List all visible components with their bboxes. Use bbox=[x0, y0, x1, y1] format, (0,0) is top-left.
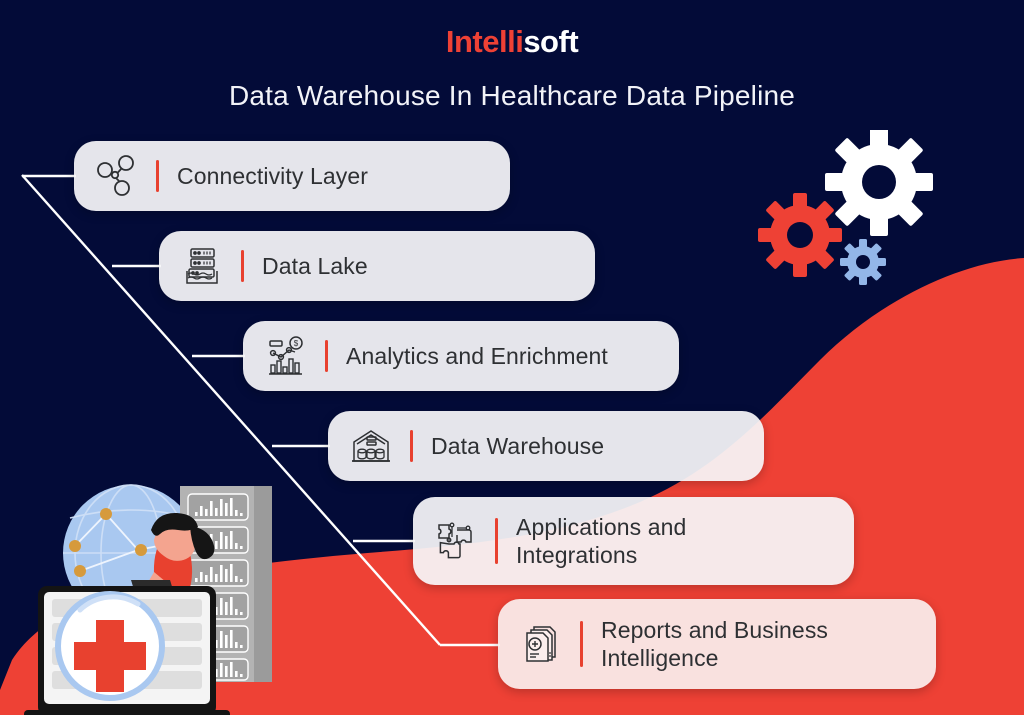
step-label: Data Warehouse bbox=[431, 432, 605, 459]
accent-bar bbox=[156, 160, 159, 192]
step-card-applications-integrations[interactable]: Applications and Integrations bbox=[413, 497, 854, 585]
step-label: Analytics and Enrichment bbox=[346, 342, 608, 369]
data-lake-icon bbox=[179, 243, 225, 289]
brand-logo: Intellisoft bbox=[0, 24, 1024, 60]
step-label: Data Lake bbox=[262, 252, 368, 279]
warehouse-icon bbox=[348, 423, 394, 469]
step-label: Connectivity Layer bbox=[177, 162, 368, 189]
step-card-analytics-enrichment[interactable]: $ Analytics and En bbox=[243, 321, 679, 391]
network-nodes-icon bbox=[94, 153, 140, 199]
accent-bar bbox=[241, 250, 244, 282]
step-card-reports-business-intelligence[interactable]: Reports and Business Intelligence bbox=[498, 599, 936, 689]
svg-text:$: $ bbox=[294, 339, 299, 348]
accent-bar bbox=[495, 518, 498, 564]
step-card-data-lake[interactable]: Data Lake bbox=[159, 231, 595, 301]
accent-bar bbox=[325, 340, 328, 372]
page-title: Data Warehouse In Healthcare Data Pipeli… bbox=[228, 80, 796, 111]
accent-bar bbox=[410, 430, 413, 462]
step-label: Reports and Business Intelligence bbox=[601, 616, 829, 671]
medical-report-icon bbox=[518, 621, 564, 667]
gear-small-blue-icon bbox=[840, 239, 886, 285]
gear-medium-red-icon bbox=[758, 193, 842, 277]
logo-text-soft: soft bbox=[523, 24, 579, 59]
puzzle-circuit-icon bbox=[433, 518, 479, 564]
logo-text-intelli: Intelli bbox=[445, 24, 524, 59]
step-card-data-warehouse[interactable]: Data Warehouse bbox=[328, 411, 764, 481]
accent-bar bbox=[580, 621, 583, 667]
gears-decoration bbox=[758, 130, 933, 285]
step-card-connectivity-layer[interactable]: Connectivity Layer bbox=[74, 141, 510, 211]
step-label: Applications and Integrations bbox=[516, 513, 687, 568]
analytics-chart-icon: $ bbox=[263, 333, 309, 379]
gear-large-white-icon bbox=[825, 130, 933, 236]
